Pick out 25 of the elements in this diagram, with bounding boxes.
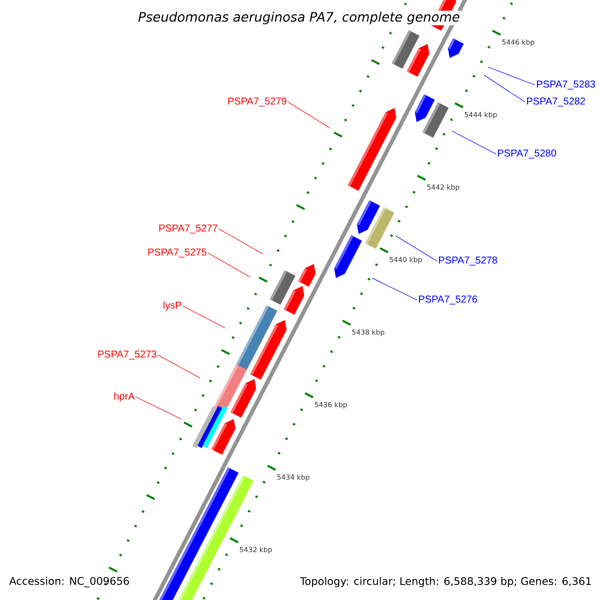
gene-label: lysP (164, 301, 182, 311)
gene-label: PSPA7_5277 (159, 224, 218, 234)
leader-line (288, 102, 330, 128)
leader-line (396, 236, 438, 262)
gene-label: PSPA7_5278 (439, 256, 498, 266)
leader-line (484, 74, 526, 102)
leader-line (372, 278, 418, 300)
accession-text: Accession: NC_009656 (9, 576, 129, 588)
genome-info-text: Topology: circular; Length: 6,588,339 bp; Genes: 6,361 (300, 576, 591, 588)
title: Pseudomonas aeruginosa PA7, complete genome (137, 10, 461, 26)
leader-line (218, 228, 264, 254)
leader-line (182, 306, 226, 328)
leader-line (136, 396, 182, 420)
leader-line (208, 252, 250, 278)
gene-label: PSPA7_5273 (98, 350, 156, 360)
gene-label: PSPA7_5279 (228, 98, 286, 106)
gene-label: hprA (114, 392, 135, 402)
gene-label: PSPA7_5276 (419, 296, 478, 304)
gene-label: PSPA7_5282 (527, 98, 585, 106)
leader-line (452, 130, 496, 154)
leader-line (158, 354, 200, 378)
leader-line (488, 66, 536, 86)
gene-label: PSPA7_5275 (148, 248, 206, 258)
gene-label: PSPA7_5283 (537, 80, 596, 90)
gene-label: PSPA7_5280 (498, 150, 556, 158)
